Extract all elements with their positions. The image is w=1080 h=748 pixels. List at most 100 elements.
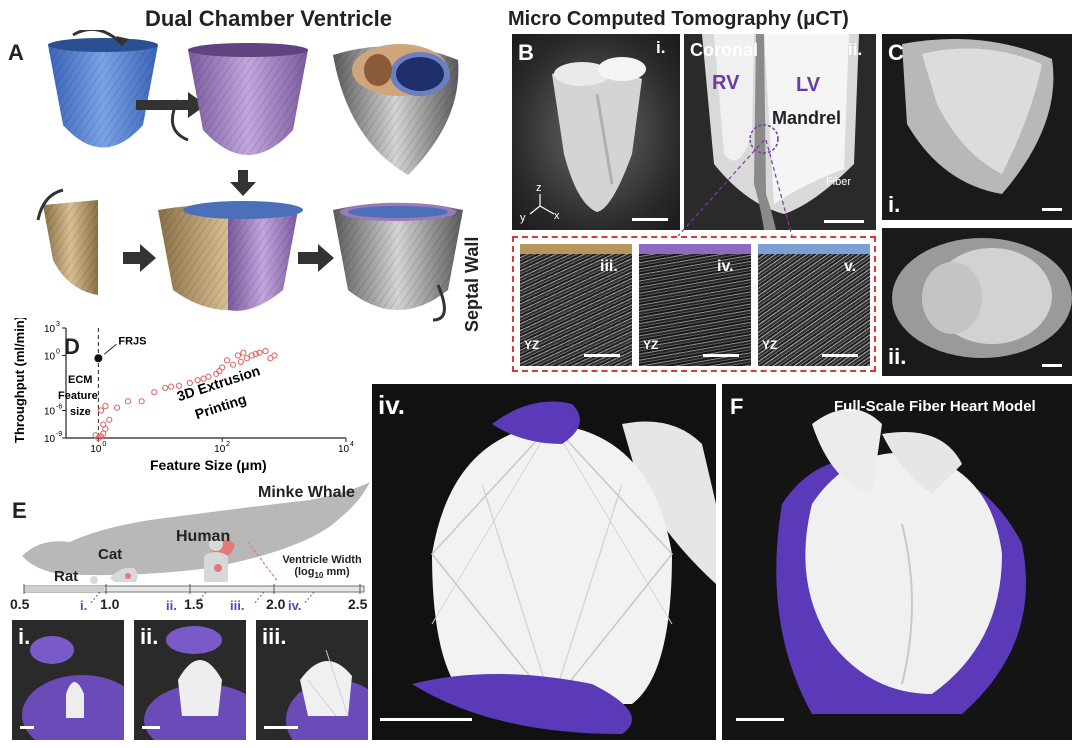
x-tick-label: 10 xyxy=(90,444,102,455)
e-photo-ii: ii. xyxy=(134,620,246,740)
ct-render-shape xyxy=(552,57,646,212)
e-iii-label: iii. xyxy=(262,624,287,649)
frjs-point xyxy=(94,354,103,363)
ecm-label-1: ECM xyxy=(68,374,92,386)
b-iv-label: iv. xyxy=(717,258,734,275)
scale-marker-ii: ii. xyxy=(166,598,177,613)
rat-label: Rat xyxy=(54,568,79,585)
extrusion-point xyxy=(205,373,212,380)
ct-3d-render-photo: i. z y x xyxy=(512,34,680,230)
large-chamber-photo: iv. xyxy=(372,384,716,740)
extrusion-point xyxy=(151,389,158,396)
species-scale-diagram xyxy=(22,482,370,605)
purple-chamber xyxy=(188,43,308,155)
ecm-label-3: size xyxy=(70,406,91,418)
blue-strip xyxy=(758,244,870,254)
axis-y: y xyxy=(520,212,526,224)
extrusion-point xyxy=(229,361,237,368)
x-tick-exponent: 2 xyxy=(226,441,230,448)
coronal-label: Coronal xyxy=(690,40,759,60)
yz-label-iv: YZ xyxy=(643,338,659,352)
e-iii-shape xyxy=(286,649,368,740)
extrusion-point xyxy=(267,355,274,362)
extrusion-point xyxy=(175,382,183,389)
frjs-arrow xyxy=(104,343,117,355)
extrusion-point xyxy=(102,403,109,410)
panel-f-title: Full-Scale Fiber Heart Model xyxy=(834,398,1036,415)
panel-c-letter: C xyxy=(888,40,904,65)
axis-z: z xyxy=(536,182,542,194)
ventricle-width-label: Ventricle Width (log10 mm) xyxy=(282,554,362,581)
panel-a-title: Dual Chamber Ventricle xyxy=(145,6,392,31)
extrusion-point xyxy=(92,432,99,439)
cat-label: Cat xyxy=(98,546,123,563)
x-tick-label: 10 xyxy=(214,444,226,455)
coronal-slice-shape xyxy=(702,34,859,230)
scale-tick-4: 2.5 xyxy=(348,596,368,612)
x-axis-title: Feature Size (μm) xyxy=(150,457,267,473)
septal-v-photo: v. YZ xyxy=(758,244,870,366)
panel-b-title: Micro Computed Tomography (μCT) xyxy=(508,8,849,30)
c-i-scale-bar xyxy=(1042,208,1062,211)
extrusion-point xyxy=(113,404,121,411)
e-photo-iii: iii. xyxy=(256,620,368,740)
cutaway-heart xyxy=(333,44,459,175)
septal-iii-photo: iii. YZ xyxy=(520,244,632,366)
axis-triad-icon xyxy=(529,194,555,215)
panel-c-top-photo: C i. xyxy=(882,34,1072,220)
panel-iv-label: iv. xyxy=(378,390,405,420)
extrusion-point xyxy=(223,357,231,364)
e-i-scale-bar xyxy=(20,726,34,729)
e-ii-shape xyxy=(144,626,246,740)
b-iii-label: iii. xyxy=(600,258,618,275)
ecm-label-2: Feature xyxy=(58,390,98,402)
scale-tick-0: 0.5 xyxy=(10,596,30,612)
septal-wall-label: Septal Wall xyxy=(462,236,482,332)
extrusion-point xyxy=(271,352,278,359)
y-tick-exponent: -9 xyxy=(56,431,62,438)
y-tick-label: 10 xyxy=(44,352,56,363)
panel-f-letter: F xyxy=(730,394,744,419)
e-ii-label: ii. xyxy=(140,624,159,649)
y-tick-label: 10 xyxy=(44,434,56,445)
b-iv-scale-bar xyxy=(703,354,739,357)
y-tick-exponent: 0 xyxy=(56,349,60,356)
b-iii-scale-bar xyxy=(584,354,620,357)
b-v-label: v. xyxy=(844,258,857,275)
b-i-label: i. xyxy=(656,38,666,57)
yz-label-iii: YZ xyxy=(524,338,540,352)
panel-a-diagram xyxy=(36,30,463,322)
y-tick-exponent: 3 xyxy=(56,321,60,328)
gray-wrapped-chamber xyxy=(333,202,463,310)
tan-strip xyxy=(520,244,632,254)
extrusion-point xyxy=(262,348,269,355)
extrusion-point xyxy=(138,398,145,405)
y-tick-label: 10 xyxy=(44,324,56,335)
scale-marker-i: i. xyxy=(80,598,88,613)
e-i-label: i. xyxy=(18,624,31,649)
extrusion-point xyxy=(237,358,244,366)
axis-x: x xyxy=(554,210,560,222)
e-ii-scale-bar xyxy=(142,726,160,729)
c-top-shape xyxy=(902,39,1054,194)
panel-b-letter: B xyxy=(518,40,534,65)
yz-label-v: YZ xyxy=(762,338,778,352)
frjs-label: FRJS xyxy=(118,335,146,347)
e-i-shape xyxy=(22,636,124,740)
c-ii-label: ii. xyxy=(888,344,907,369)
y-tick-label: 10 xyxy=(44,407,56,418)
minke-whale-label: Minke Whale xyxy=(258,484,355,501)
scale-tick-2: 1.5 xyxy=(184,596,204,612)
panel-d-letter: D xyxy=(64,334,80,359)
scale-tick-1: 1.0 xyxy=(100,596,120,612)
extrusion-point xyxy=(216,367,223,375)
c-bottom-shape xyxy=(892,238,1072,358)
panel-e-letter: E xyxy=(12,498,27,523)
extrusion-point xyxy=(219,364,226,371)
extrusion-point xyxy=(106,416,113,423)
extrusion-point xyxy=(252,350,259,357)
x-tick-label: 10 xyxy=(338,444,350,455)
tan-half-chamber xyxy=(43,200,98,295)
b-i-scale-bar xyxy=(632,218,668,221)
extrusion-point xyxy=(100,421,107,428)
